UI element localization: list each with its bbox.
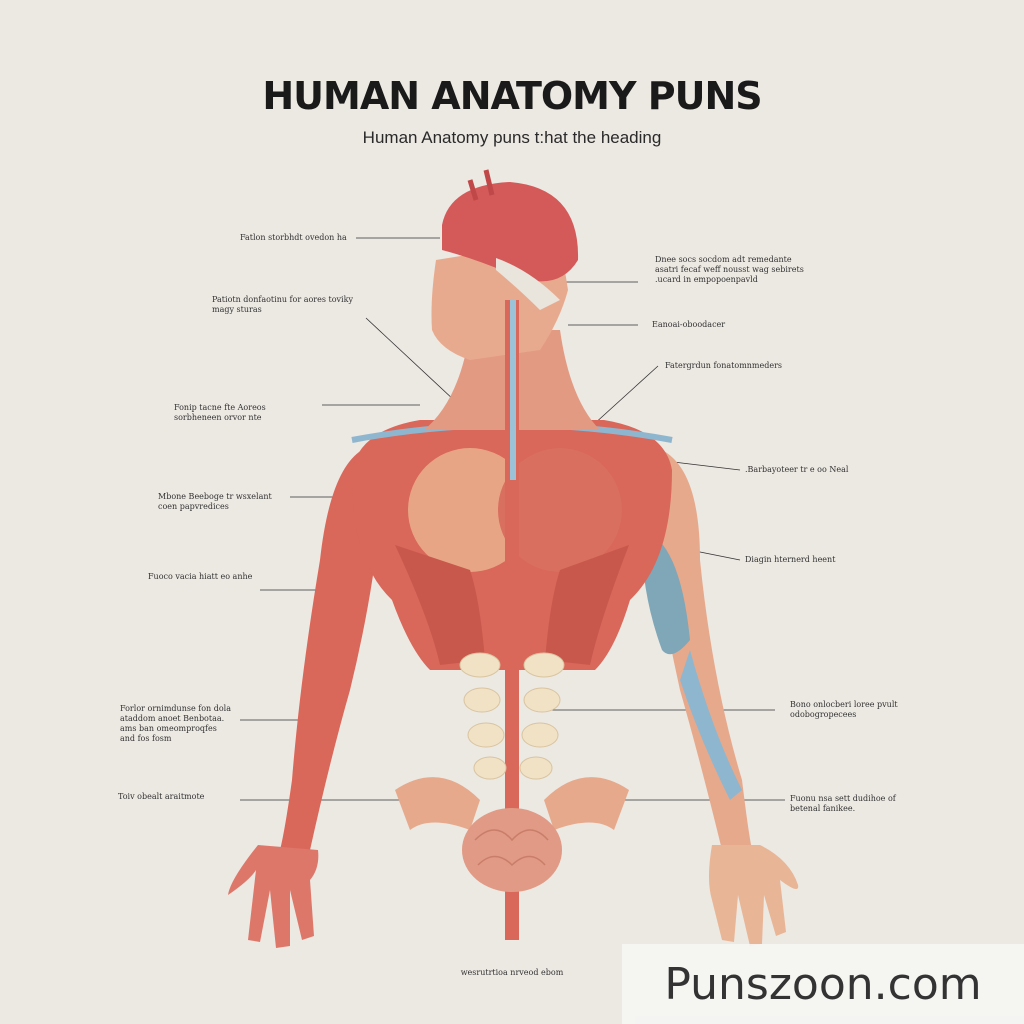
callout-right-6: Bono onlocberi loree pvult odobogropecee… [790, 700, 898, 719]
right-hand [709, 845, 799, 946]
callout-right-2: Eanoai-oboodacer [652, 320, 726, 329]
left-pectoral [408, 448, 532, 572]
vertebrae [459, 652, 565, 780]
callout-right-5: Diagin hternerd heent [745, 555, 836, 564]
right-forearm-vein [680, 650, 742, 800]
diagram-title: HUMAN ANATOMY PUNS [262, 74, 762, 118]
site-watermark: Punszoon.com [622, 944, 1024, 1024]
skull-base [496, 258, 560, 310]
callout-right-1: Dnee socs socdom adt remedante asatri fe… [655, 255, 804, 284]
callout-left-4: Mbone Beeboge tr wsxelant coen papvredic… [158, 492, 272, 511]
callout-right-7: Fuonu nsa sett dudihoe of betenal fanike… [790, 794, 896, 813]
callout-left-3: Fonip tacne fte Aoreos sorbheneen orvor … [174, 403, 266, 422]
callout-left-6: Forlor ornimdunse fon dola ataddom anoet… [120, 704, 231, 743]
callout-right-4: .Barbayoteer tr e oo Neal [745, 465, 849, 474]
callout-right-3: Fatergrdun fonatomnmeders [665, 361, 783, 370]
callout-left-7: Toiv obealt araitmote [118, 792, 205, 801]
right-arm [650, 450, 752, 850]
left-pelvis [395, 777, 480, 830]
left-arm [280, 450, 380, 850]
left-hand [228, 845, 319, 948]
callout-left-5: Fuoco vacia hiatt eo anhe [148, 572, 253, 581]
right-pectoral [498, 448, 622, 572]
brain [442, 182, 579, 282]
callout-left-1: Fatlon storbhdt ovedon ha [240, 233, 347, 242]
diagram-subtitle: Human Anatomy puns t:hat the heading [362, 128, 662, 147]
left-ribcage [395, 545, 485, 665]
intestines [462, 808, 562, 892]
intestine-folds [474, 829, 549, 867]
right-pelvis [544, 777, 629, 830]
brain-vessels [467, 169, 495, 201]
bottom-caption: wesrutrtioa nrveod ebom [460, 968, 564, 977]
right-ribcage [545, 545, 629, 665]
callout-left-2: Patiotn donfaotinu for aores toviky magy… [212, 295, 353, 314]
spine-vein [510, 300, 516, 480]
